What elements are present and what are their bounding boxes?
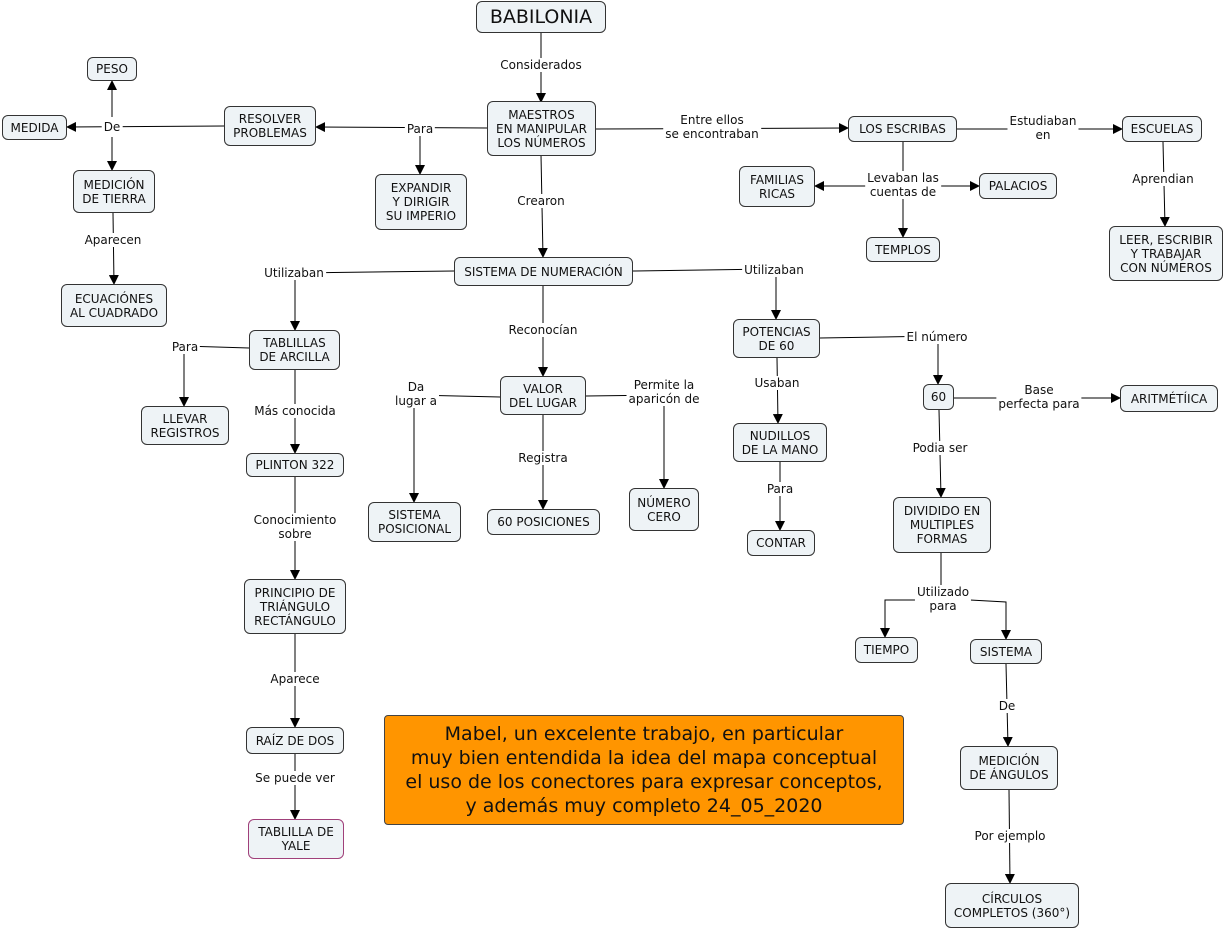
node-nudillos-mano[interactable]: NUDILLOS DE LA MANO xyxy=(733,423,827,462)
node-babilonia[interactable]: BABILONIA xyxy=(476,1,606,33)
node-aritmetica[interactable]: ARITMÉTÍICA xyxy=(1120,385,1218,412)
label-usaban: Usaban xyxy=(752,376,802,390)
label-registra: Registra xyxy=(516,451,570,465)
node-ecuaciones[interactable]: ECUACIÓNES AL CUADRADO xyxy=(61,284,167,327)
teacher-feedback-note: Mabel, un excelente trabajo, en particul… xyxy=(384,715,904,825)
label-crearon: Crearon xyxy=(515,194,567,208)
node-numero-cero[interactable]: NÚMERO CERO xyxy=(629,488,699,531)
node-leer-escribir[interactable]: LEER, ESCRIBIR Y TRABAJAR CON NÚMEROS xyxy=(1109,226,1223,281)
label-entre-ellos: Entre ellos se encontraban xyxy=(663,113,761,141)
label-por-ejemplo: Por ejemplo xyxy=(972,829,1048,843)
node-potencias-60[interactable]: POTENCIAS DE 60 xyxy=(733,319,820,358)
node-sesenta[interactable]: 60 xyxy=(923,384,954,410)
node-circulos[interactable]: CÍRCULOS COMPLETOS (360°) xyxy=(945,883,1079,928)
node-escribas[interactable]: LOS ESCRIBAS xyxy=(848,116,957,142)
node-contar[interactable]: CONTAR xyxy=(747,530,815,556)
node-tablillas-arcilla[interactable]: TABLILLAS DE ARCILLA xyxy=(249,330,340,370)
node-resolver-problemas[interactable]: RESOLVER PROBLEMAS xyxy=(224,106,316,146)
node-principio-triangulo[interactable]: PRINCIPIO DE TRIÁNGULO RECTÁNGULO xyxy=(244,579,346,634)
label-aprendian: Aprendian xyxy=(1130,172,1196,186)
node-sistema[interactable]: SISTEMA xyxy=(970,639,1042,664)
label-da-lugar: Da lugar a xyxy=(392,380,440,408)
node-tiempo[interactable]: TIEMPO xyxy=(855,637,918,663)
node-medicion-angulos[interactable]: MEDICIÓN DE ÁNGULOS xyxy=(960,746,1058,790)
label-de: De xyxy=(101,120,123,134)
node-familias-ricas[interactable]: FAMILIAS RICAS xyxy=(739,166,815,207)
node-tablilla-yale[interactable]: TABLILLA DE YALE xyxy=(248,819,344,859)
label-para-tablillas: Para xyxy=(169,340,201,354)
node-escuelas[interactable]: ESCUELAS xyxy=(1122,116,1202,142)
node-valor-lugar[interactable]: VALOR DEL LUGAR xyxy=(500,376,586,415)
label-estudiaban: Estudiaban en xyxy=(1007,114,1079,142)
label-utilizado-para: Utilizado para xyxy=(914,585,972,613)
label-aparecen: Aparecen xyxy=(82,233,144,247)
label-reconocian: Reconocían xyxy=(506,323,580,337)
label-base-perfecta: Base perfecta para xyxy=(996,383,1082,411)
label-podia-ser: Podia ser xyxy=(910,441,970,455)
node-raiz-dos[interactable]: RAÍZ DE DOS xyxy=(246,727,344,754)
node-expandir[interactable]: EXPANDIR Y DIRIGIR SU IMPERIO xyxy=(375,174,467,230)
label-utilizaban-right: Utilizaban xyxy=(742,263,806,277)
node-medida[interactable]: MEDIDA xyxy=(2,115,67,140)
node-maestros[interactable]: MAESTROS EN MANIPULAR LOS NÚMEROS xyxy=(487,101,596,156)
label-para-contar: Para xyxy=(764,482,796,496)
label-se-puede-ver: Se puede ver xyxy=(253,771,337,785)
label-el-numero: El número xyxy=(904,330,970,344)
label-mas-conocida: Más conocida xyxy=(252,404,338,418)
node-palacios[interactable]: PALACIOS xyxy=(979,173,1057,199)
node-60-posiciones[interactable]: 60 POSICIONES xyxy=(487,509,600,535)
node-sistema-posicional[interactable]: SISTEMA POSICIONAL xyxy=(368,502,461,542)
label-considerados: Considerados xyxy=(498,58,584,72)
node-sistema-numeracion[interactable]: SISTEMA DE NUMERACIÓN xyxy=(454,257,633,286)
label-levaban: Levaban las cuentas de xyxy=(865,171,941,199)
label-permite: Permite la aparicón de xyxy=(626,378,702,406)
label-de-sistema: De xyxy=(996,699,1018,713)
node-dividido-formas[interactable]: DIVIDIDO EN MULTIPLES FORMAS xyxy=(893,497,991,553)
label-aparece: Aparece xyxy=(268,672,322,686)
label-para: Para xyxy=(404,122,436,136)
node-peso[interactable]: PESO xyxy=(87,57,137,81)
label-utilizaban-left: Utilizaban xyxy=(262,266,326,280)
node-medicion-tierra[interactable]: MEDICIÓN DE TIERRA xyxy=(73,170,155,213)
label-conocimiento: Conocimiento sobre xyxy=(251,513,339,541)
node-plinton[interactable]: PLINTON 322 xyxy=(246,453,344,477)
node-llevar-registros[interactable]: LLEVAR REGISTROS xyxy=(141,406,229,445)
node-templos[interactable]: TEMPLOS xyxy=(866,237,940,262)
